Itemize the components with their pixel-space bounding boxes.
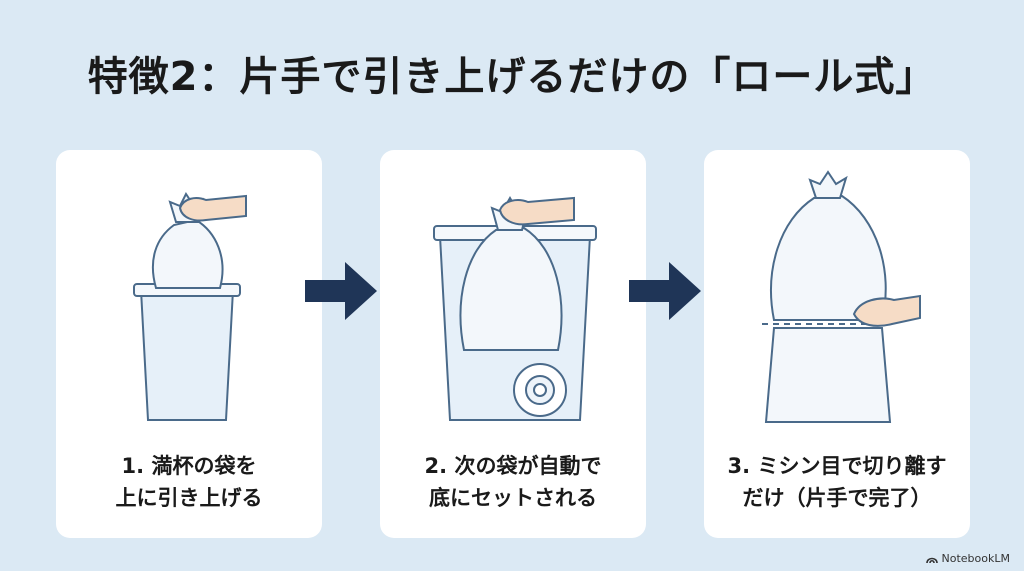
next-bag-roll-illustration xyxy=(433,195,597,421)
brand-label: NotebookLM xyxy=(941,552,1010,565)
step-caption: 3. ミシン目で切り離す だけ（片手で完了） xyxy=(727,454,947,510)
tear-perforation-illustration xyxy=(762,170,921,423)
step-caption: 1. 満杯の袋を 上に引き上げる xyxy=(115,454,263,510)
notebooklm-logo-icon xyxy=(925,557,938,563)
step-card-1: 1. 満杯の袋を 上に引き上げる xyxy=(56,150,322,538)
step-caption: 2. 次の袋が自動で 底にセットされる xyxy=(424,454,602,510)
page-title: 特徴2：片手で引き上げるだけの「ロール式」 xyxy=(87,54,937,100)
step-card-2: 2. 次の袋が自動で 底にセットされる xyxy=(380,150,646,538)
brand-mark: NotebookLM xyxy=(925,552,1010,565)
bag-pull-up-illustration xyxy=(133,192,247,421)
right-arrow-icon xyxy=(629,262,701,320)
right-arrow-icon xyxy=(305,262,377,320)
step-card-3: 3. ミシン目で切り離す だけ（片手で完了） xyxy=(704,150,970,538)
